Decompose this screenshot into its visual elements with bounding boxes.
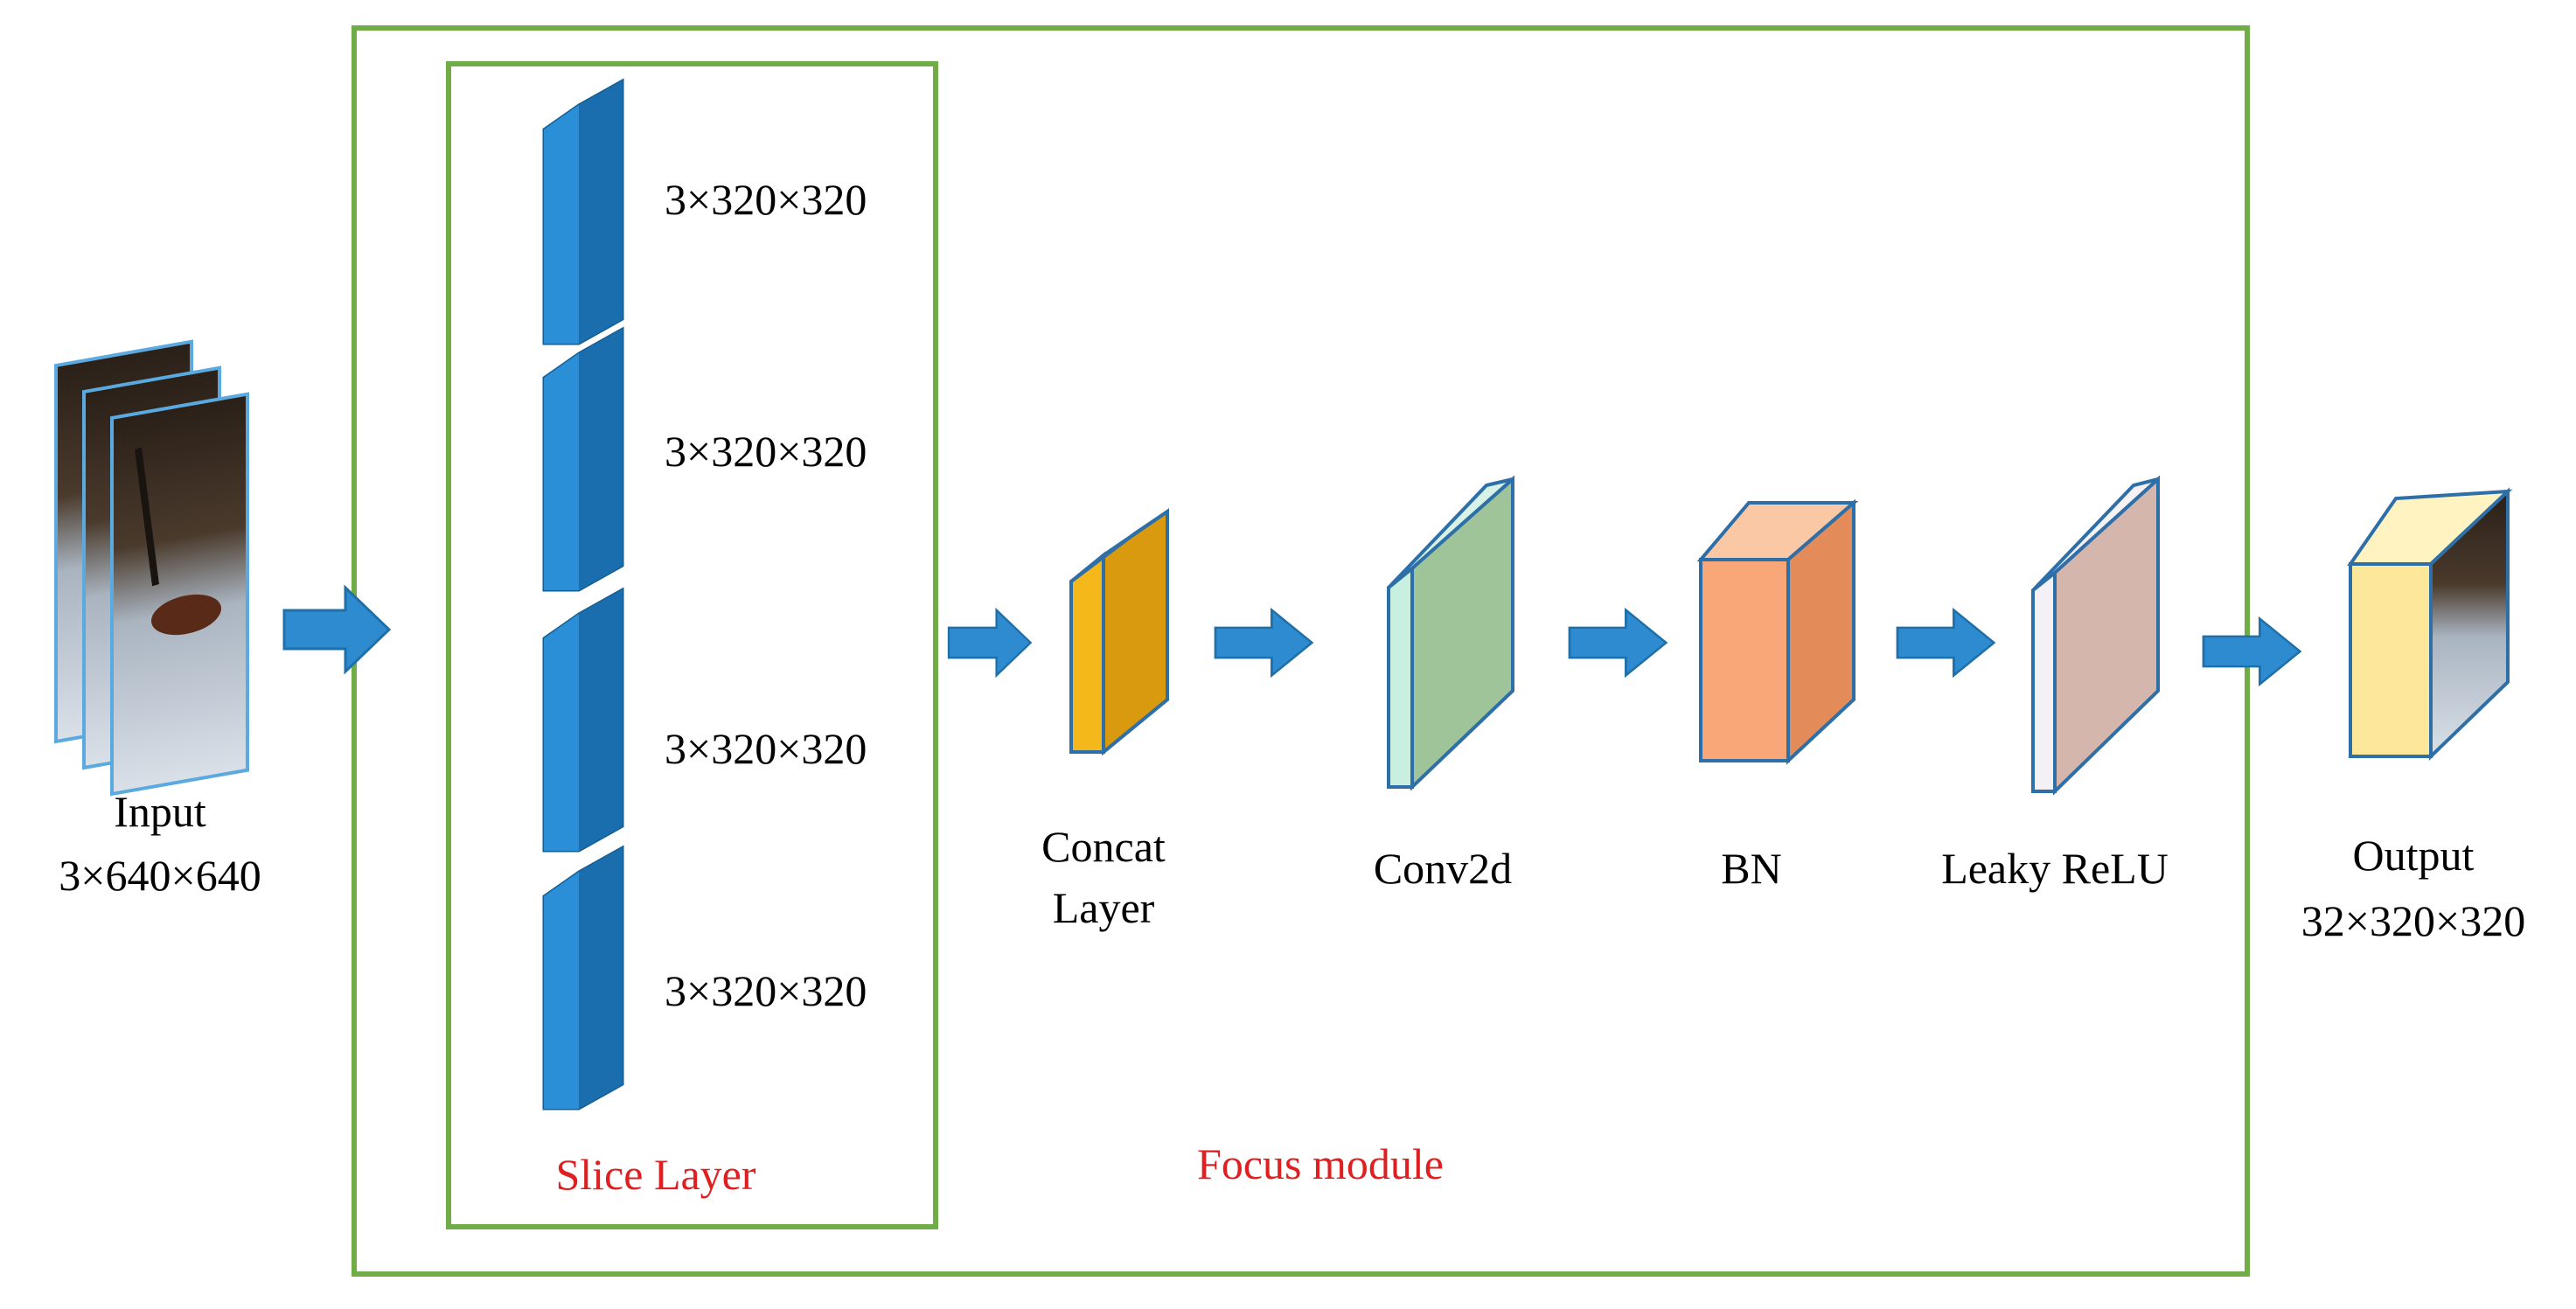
leaky-relu-block [2031, 475, 2160, 796]
input-label: Input [114, 787, 206, 836]
focus-module-title: Focus module [1197, 1139, 1444, 1188]
slice-block [542, 78, 624, 345]
arrow-bn-to-relu [1896, 609, 1995, 677]
concat-label-line2: Layer [1053, 883, 1155, 932]
conv2d-label: Conv2d [1374, 844, 1512, 893]
slice-block [542, 587, 624, 853]
slice-block [542, 326, 624, 592]
slice-layer-frame [446, 61, 938, 1229]
arrow-input-to-slice [282, 586, 391, 673]
arrow-conv-to-bn [1568, 609, 1667, 677]
output-block [2347, 487, 2513, 761]
arrow-relu-to-output [2202, 617, 2301, 686]
slice-output-dims: 3×320×320 [665, 724, 867, 773]
concat-block [1069, 508, 1169, 756]
arrow-concat-to-conv [1214, 609, 1313, 677]
slice-block [542, 845, 624, 1111]
leaky-relu-label: Leaky ReLU [1941, 844, 2169, 893]
slice-layer-title: Slice Layer [555, 1150, 755, 1199]
conv2d-block [1387, 475, 1514, 791]
input-image-stack [54, 339, 249, 797]
slice-output-dims: 3×320×320 [665, 427, 867, 476]
bn-block [1696, 498, 1859, 765]
concat-label-line1: Concat [1041, 822, 1166, 871]
arrow-slice-to-concat [947, 609, 1032, 677]
slice-output-dims: 3×320×320 [665, 175, 867, 224]
input-dims: 3×640×640 [59, 851, 261, 900]
output-label: Output [2353, 831, 2475, 880]
bn-label: BN [1721, 844, 1781, 893]
output-dims: 32×320×320 [2301, 896, 2525, 945]
slice-output-dims: 3×320×320 [665, 966, 867, 1015]
